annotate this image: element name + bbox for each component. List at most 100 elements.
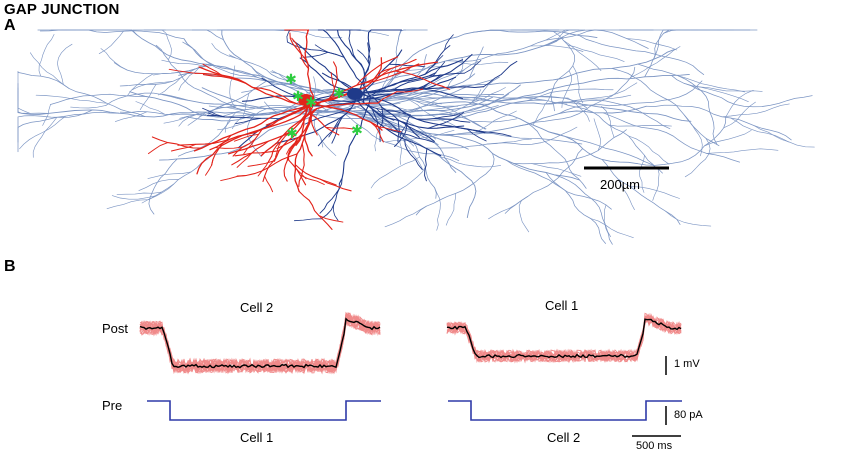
neurite-branch	[32, 116, 58, 158]
neurite-branch	[79, 29, 185, 40]
pre-row-label: Pre	[102, 398, 123, 413]
neurite-branch	[572, 65, 584, 104]
neurite-branch	[677, 75, 745, 93]
neurite-branch	[294, 218, 322, 222]
neurite-branch	[420, 76, 500, 117]
neurite-branch	[219, 105, 298, 118]
neurite-branch	[404, 97, 457, 128]
neurite-branch	[629, 186, 680, 199]
neurite-branch	[608, 124, 672, 127]
neurite-branch	[161, 59, 206, 67]
neurite-branch	[469, 87, 506, 105]
neurite-branch	[320, 183, 340, 220]
neurite-branch	[233, 133, 260, 142]
neurite-branch	[209, 101, 317, 151]
neurite-branch	[283, 154, 289, 182]
neurite-branch	[444, 34, 454, 51]
neurite-branch	[38, 34, 55, 77]
neurite-branch	[370, 156, 420, 189]
neurite-branch	[434, 187, 441, 231]
neurite-branch	[652, 168, 660, 201]
neurite-branch	[147, 171, 192, 179]
neurite-branch	[330, 72, 335, 89]
neurite-branch	[406, 98, 459, 107]
neurite-branch	[260, 109, 308, 157]
neurite-branch	[298, 143, 305, 187]
neurite-branch	[179, 104, 248, 119]
neurite-branch	[378, 166, 426, 200]
neurite-branch	[328, 61, 338, 100]
neurite-branch	[424, 142, 542, 149]
single-trace	[139, 315, 381, 374]
neurite-branch	[57, 43, 73, 85]
neurite-branch	[168, 68, 196, 74]
neurite-branch	[375, 125, 402, 133]
neurite-branch	[19, 115, 67, 150]
contact-marker-icon: ✱	[286, 126, 298, 142]
neurite-branch	[328, 121, 340, 138]
neurite-branch	[361, 86, 425, 94]
neuron-reconstruction	[17, 29, 815, 245]
neurite-branch	[636, 116, 727, 166]
neurite-branch	[561, 70, 572, 108]
neurite-branch	[518, 66, 636, 127]
neurite-branch	[415, 153, 495, 216]
neurite-branch	[723, 101, 756, 129]
figure-title: GAP JUNCTION	[4, 1, 120, 18]
neurite-branch	[628, 135, 670, 165]
neurite-branch	[560, 102, 654, 166]
contact-marker-icon: ✱	[351, 123, 363, 139]
neurite-branch	[42, 104, 51, 126]
neurite-branch	[105, 92, 188, 106]
neurite-branch	[563, 40, 602, 71]
neurite-branch	[198, 66, 307, 106]
neurite-branch	[131, 29, 334, 93]
scale-label-voltage: 1 mV	[674, 358, 700, 370]
neurite-branch	[368, 105, 422, 111]
neurite-branch	[193, 105, 307, 152]
post-traces-right	[446, 312, 682, 364]
neurite-branch	[384, 127, 435, 143]
neurite-branch	[373, 96, 420, 138]
panel-a-label: A	[4, 17, 16, 34]
neurite-branch	[228, 54, 302, 87]
red-soma	[298, 94, 314, 106]
neurite-branch	[730, 117, 790, 143]
neurite-branch	[286, 41, 345, 58]
neurite-branch	[17, 111, 120, 153]
neurite-branch	[357, 99, 442, 157]
neurite-branch	[527, 88, 614, 102]
neurite-branch	[464, 96, 569, 112]
neurite-branch	[397, 119, 400, 142]
neurite-branch	[317, 116, 343, 147]
neurite-branch	[469, 46, 484, 79]
neurite-branch	[360, 59, 464, 94]
neurite-branch	[178, 66, 201, 91]
neurite-branch	[298, 190, 333, 230]
right-post-cell-label: Cell 1	[545, 298, 579, 313]
neurite-branch	[35, 94, 107, 104]
contact-marker-icon: ✱	[285, 72, 297, 88]
neurite-branch	[645, 104, 792, 141]
neurite-branch	[17, 109, 94, 143]
neurite-branch	[370, 73, 476, 103]
neurite-branch	[310, 113, 318, 136]
neurite-branch	[338, 98, 371, 185]
neurite-branch	[50, 93, 147, 105]
neurite-branch	[215, 146, 244, 149]
neurite-branch	[243, 138, 256, 155]
neurite-branch	[336, 96, 494, 113]
neurite-branch	[488, 196, 528, 220]
neurite-branch	[206, 114, 280, 120]
neurite-branch	[578, 35, 705, 75]
neurite-branch	[590, 218, 634, 239]
neurite-branch	[369, 121, 384, 143]
neurite-branch	[653, 29, 734, 60]
neurite-branch	[355, 53, 473, 100]
neurite-branch	[276, 134, 306, 150]
neurite-branch	[399, 120, 408, 137]
neurite-branch	[691, 85, 763, 92]
neurite-branch	[367, 105, 412, 116]
neurite-branch	[663, 29, 722, 34]
